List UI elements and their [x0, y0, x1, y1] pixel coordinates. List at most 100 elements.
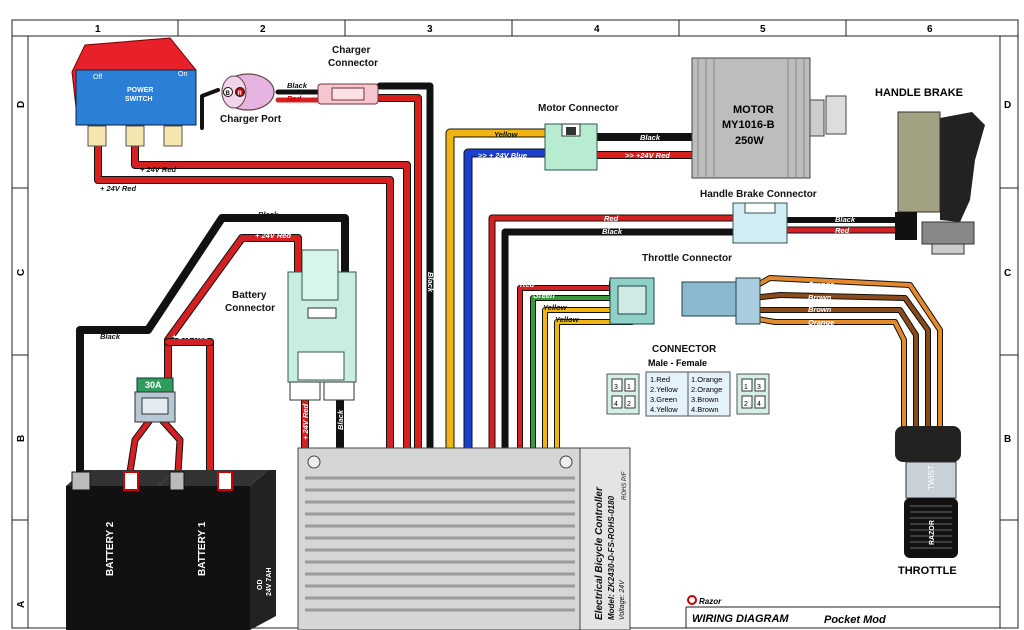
wire-label-controller-black: Black: [336, 409, 345, 430]
row-label-c: C: [16, 269, 27, 276]
throttle-twist: TWIST: [927, 465, 936, 490]
female-pos-3: 3: [757, 384, 761, 391]
wire-label-bat2-black: Black: [100, 332, 121, 341]
wire-label-orange-1: Orange: [808, 280, 834, 289]
title-text: WIRING DIAGRAM: [692, 613, 789, 625]
motor-connector: Motor Connector: [538, 103, 619, 171]
motor-label-3: 250W: [735, 135, 764, 147]
battery-2-label: BATTERY 2: [105, 521, 116, 576]
wire-label-throttle-yellow-1: Yellow: [543, 303, 568, 312]
wire-label-motor-red: >> +24V Red: [625, 151, 670, 160]
wire-label-vert-red-2: + 24V Red: [393, 268, 402, 304]
handle-brake-connector-label: Handle Brake Connector: [700, 189, 817, 200]
wire-label-brown-1: Brown: [808, 293, 832, 302]
motor-connector-label: Motor Connector: [538, 103, 619, 114]
female-pos-2: 2: [744, 401, 748, 408]
col-label-1: 1: [95, 24, 101, 35]
female-pin-2: 2.Orange: [691, 385, 722, 394]
female-pin-4: 4.Brown: [691, 405, 719, 414]
male-pos-1: 1: [627, 384, 631, 391]
charger-pin-r: R: [238, 91, 243, 97]
col-label-6: 6: [927, 24, 933, 35]
wire-label-brake-red: Red: [604, 214, 619, 223]
controller-rohs: ROHS P/F: [622, 471, 628, 500]
wire-label-brake-red-2: Red: [835, 226, 850, 235]
charger-port: B R Charger Port: [220, 73, 282, 125]
throttle-connector-label: Throttle Connector: [642, 253, 732, 264]
handle-brake: HANDLE BRAKE: [875, 87, 985, 255]
motor: MOTOR MY1016-B 250W: [691, 57, 847, 179]
row-label-d: D: [16, 101, 27, 108]
battery-1-spec-1: OD: [257, 580, 264, 591]
col-label-5: 5: [760, 24, 766, 35]
col-label-2: 2: [260, 24, 266, 35]
motor-label-2: MY1016-B: [722, 119, 775, 131]
wire-label-controller-red: + 24V Red: [301, 404, 310, 440]
wire-label-charger-black: Black: [287, 81, 308, 90]
male-pin-2: 2.Yellow: [650, 385, 678, 394]
row-label-c-right: C: [1004, 268, 1011, 279]
female-pos-4: 4: [757, 401, 761, 408]
female-pin-3: 3.Brown: [691, 395, 719, 404]
row-label-a: A: [16, 601, 27, 608]
wire-label-blue: >> + 24V Blue: [478, 151, 527, 160]
female-pin-1: 1.Orange: [691, 375, 722, 384]
battery-connector-label-1: Battery: [232, 290, 267, 301]
wire-label-brake-black-2: Black: [835, 215, 856, 224]
wire-label-vert-black: Black: [426, 272, 435, 293]
wire-label-throttle-red: Red: [520, 280, 535, 289]
connector-table: CONNECTOR Male - Female 1.Red 2.Yellow 3…: [606, 344, 770, 417]
power-switch: Off On POWER SWITCH: [71, 37, 197, 147]
switch-label-2: SWITCH: [125, 96, 153, 103]
title-block: Razor WIRING DIAGRAM Pocket Mod: [685, 595, 1000, 628]
handle-brake-label: HANDLE BRAKE: [875, 87, 963, 99]
title-brand: Razor: [699, 597, 722, 606]
row-label-b: B: [16, 435, 27, 442]
switch-label-1: POWER: [127, 87, 153, 94]
throttle-connector: Throttle Connector: [609, 253, 761, 325]
switch-on-label: On: [178, 71, 187, 78]
motor-label-1: MOTOR: [733, 104, 774, 116]
charger-port-label: Charger Port: [220, 114, 282, 125]
wire-label-switch-red-b: + 24V Red: [100, 184, 136, 193]
wire-label-brown-2: Brown: [808, 305, 832, 314]
wire-label-motor-black: Black: [640, 133, 661, 142]
male-pos-4: 4: [614, 401, 618, 408]
battery-connector-label-2: Connector: [225, 303, 275, 314]
handle-brake-connector: Handle Brake Connector: [700, 189, 817, 244]
row-label-d-right: D: [1004, 100, 1011, 111]
wire-label-vert-red-1: + 24V Red: [376, 268, 385, 304]
controller-line-3: Voltage: 24V: [619, 579, 626, 620]
switch-off-label: Off: [93, 74, 102, 81]
wire-label-battery-red: + 24V Red: [255, 231, 291, 240]
wire-label-yellow: Yellow: [494, 130, 519, 139]
charger-connector: Charger Connector: [317, 45, 379, 105]
female-pos-1: 1: [744, 384, 748, 391]
throttle-label: THROTTLE: [898, 565, 957, 577]
male-pin-3: 3.Green: [650, 395, 677, 404]
row-label-b-right: B: [1004, 434, 1011, 445]
col-label-3: 3: [427, 24, 433, 35]
charger-connector-label-2: Connector: [328, 58, 378, 69]
wire-label-bat2-vert: Black: [77, 437, 86, 458]
connector-table-title: CONNECTOR: [652, 344, 717, 355]
wire-label-throttle-yellow-2: Yellow: [555, 315, 580, 324]
male-pin-4: 4.Yellow: [650, 405, 678, 414]
wire-label-battery-black: Black: [258, 210, 279, 219]
controller-line-1: Electrical Bicycle Controller: [594, 486, 605, 620]
wire-label-bat1-red: + 24V Red: [172, 332, 208, 341]
fuse-label: 30A: [145, 380, 162, 390]
col-label-4: 4: [594, 24, 600, 35]
controller-line-2: Model: ZK2430-D-FS-ROHS-0180: [607, 495, 616, 620]
male-pos-2: 2: [627, 401, 631, 408]
fuse: 30A: [134, 377, 176, 423]
wire-label-bat1-vert: + 24V Red: [223, 434, 232, 470]
wire-label-throttle-green: Green: [533, 291, 555, 300]
connector-table-subtitle: Male - Female: [648, 358, 707, 368]
charger-pin-b: B: [226, 91, 231, 97]
wire-labels: + 24V Red + 24V Red Black Red Black + 24…: [77, 81, 856, 470]
battery-1: BATTERY 1 OD 24V 7AH: [158, 470, 276, 630]
wire-label-orange-2: Orange: [808, 318, 834, 327]
controller: Electrical Bicycle Controller Model: ZK2…: [297, 447, 631, 630]
